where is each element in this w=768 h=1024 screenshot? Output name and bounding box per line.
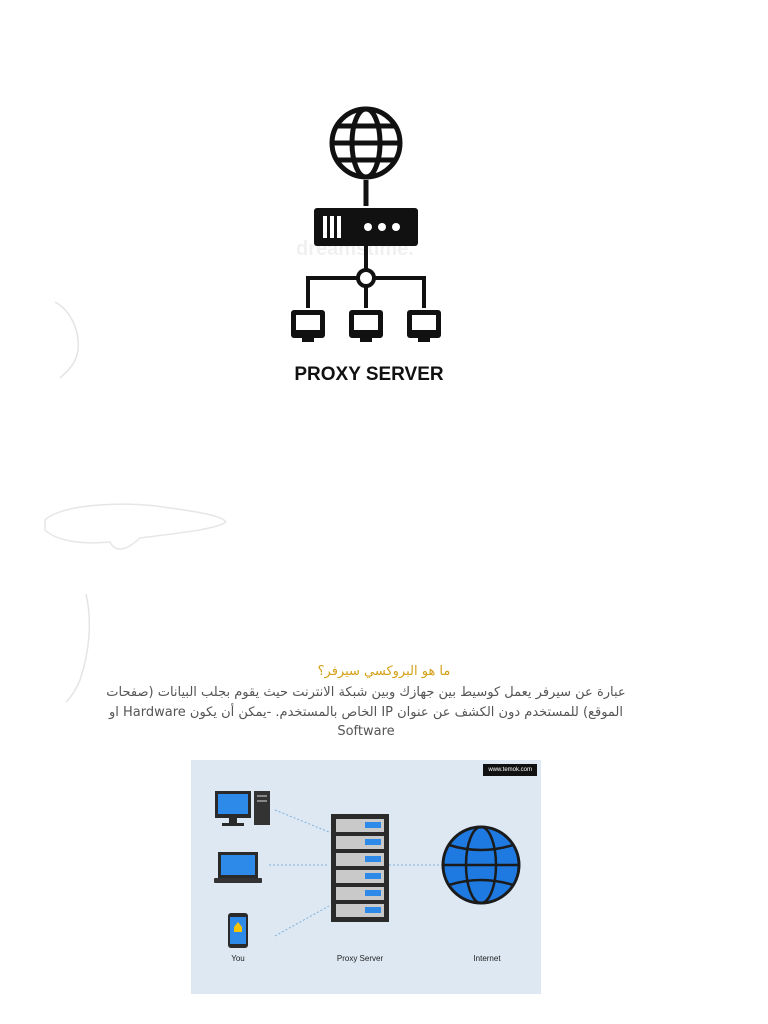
figure-caption: PROXY SERVER (196, 364, 542, 386)
section-paragraph: عبارة عن سيرفر يعمل كوسيط بين جهازك وبين… (86, 683, 646, 742)
desktop-computer-icon (215, 791, 270, 826)
proxy-diagram: www.temok.com (191, 760, 541, 994)
label-you: You (198, 954, 278, 963)
monitor-icon (291, 310, 441, 342)
smartphone-icon (228, 913, 248, 948)
label-internet: Internet (447, 954, 527, 963)
section-heading: ما هو البروكسي سيرفر؟ (80, 664, 688, 679)
globe-icon (332, 109, 400, 177)
server-rack-icon (331, 814, 389, 922)
internet-globe-icon (443, 827, 519, 903)
network-hub-icon (308, 270, 424, 308)
proxy-server-illustration: dreamstime. (196, 68, 542, 416)
laptop-icon (214, 852, 262, 883)
server-icon (314, 208, 418, 246)
label-proxy-server: Proxy Server (320, 954, 400, 963)
